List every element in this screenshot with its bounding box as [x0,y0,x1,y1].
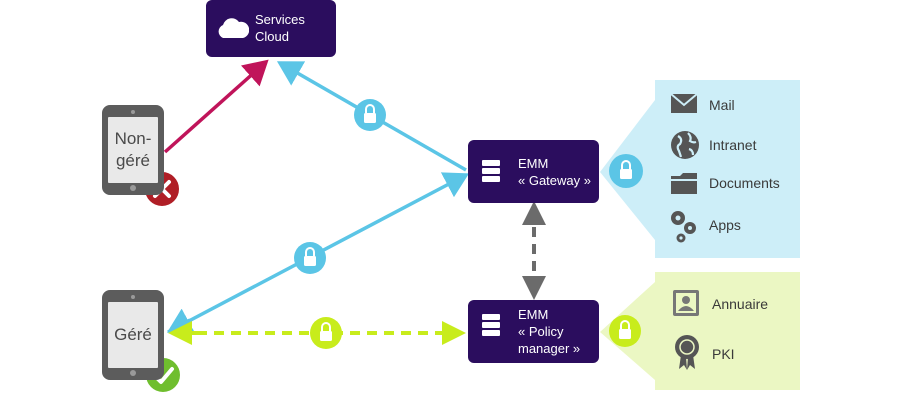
node-label: « Gateway » [518,173,591,188]
mail-icon [670,93,698,113]
globe-icon [671,131,699,159]
managed-to-gateway-arrowhead-start [166,308,196,334]
device-label: géré [115,151,150,170]
device-label: Non- [114,129,152,148]
node-label: Cloud [255,29,289,44]
directory-label-pki: PKI [712,346,735,362]
device-label: Géré [114,325,152,344]
folder-icon [671,173,697,194]
node-label: manager » [518,341,581,356]
node-label: EMM [518,156,549,171]
service-label-documents: Documents [709,175,780,191]
lock-icon [294,242,326,274]
certificate-icon [675,335,699,370]
server-icon [482,314,500,336]
gears-icon [671,211,696,243]
lock-icon [354,99,386,131]
managed-device: Géré [102,290,164,380]
directory-label-annuaire: Annuaire [712,296,769,312]
service-label-apps: Apps [709,217,741,233]
service-label-intranet: Intranet [709,137,757,153]
unmanaged-device: Non- géré [102,105,164,195]
emm-policy-manager-node: EMM « Policy manager » [468,300,599,363]
lock-icon [609,315,641,347]
lock-icon [310,317,342,349]
unmanaged-to-cloud-arrow [163,59,269,154]
node-label: « Policy [518,324,564,339]
contact-card-icon [673,290,699,316]
node-label: EMM [518,307,549,322]
services-cloud-node: Services Cloud [206,0,336,57]
cloud-icon [218,18,249,38]
service-label-mail: Mail [709,97,735,113]
emm-gateway-node: EMM « Gateway » [468,140,599,203]
server-icon [482,160,500,182]
lock-icon [609,154,643,188]
node-label: Services [255,12,305,27]
